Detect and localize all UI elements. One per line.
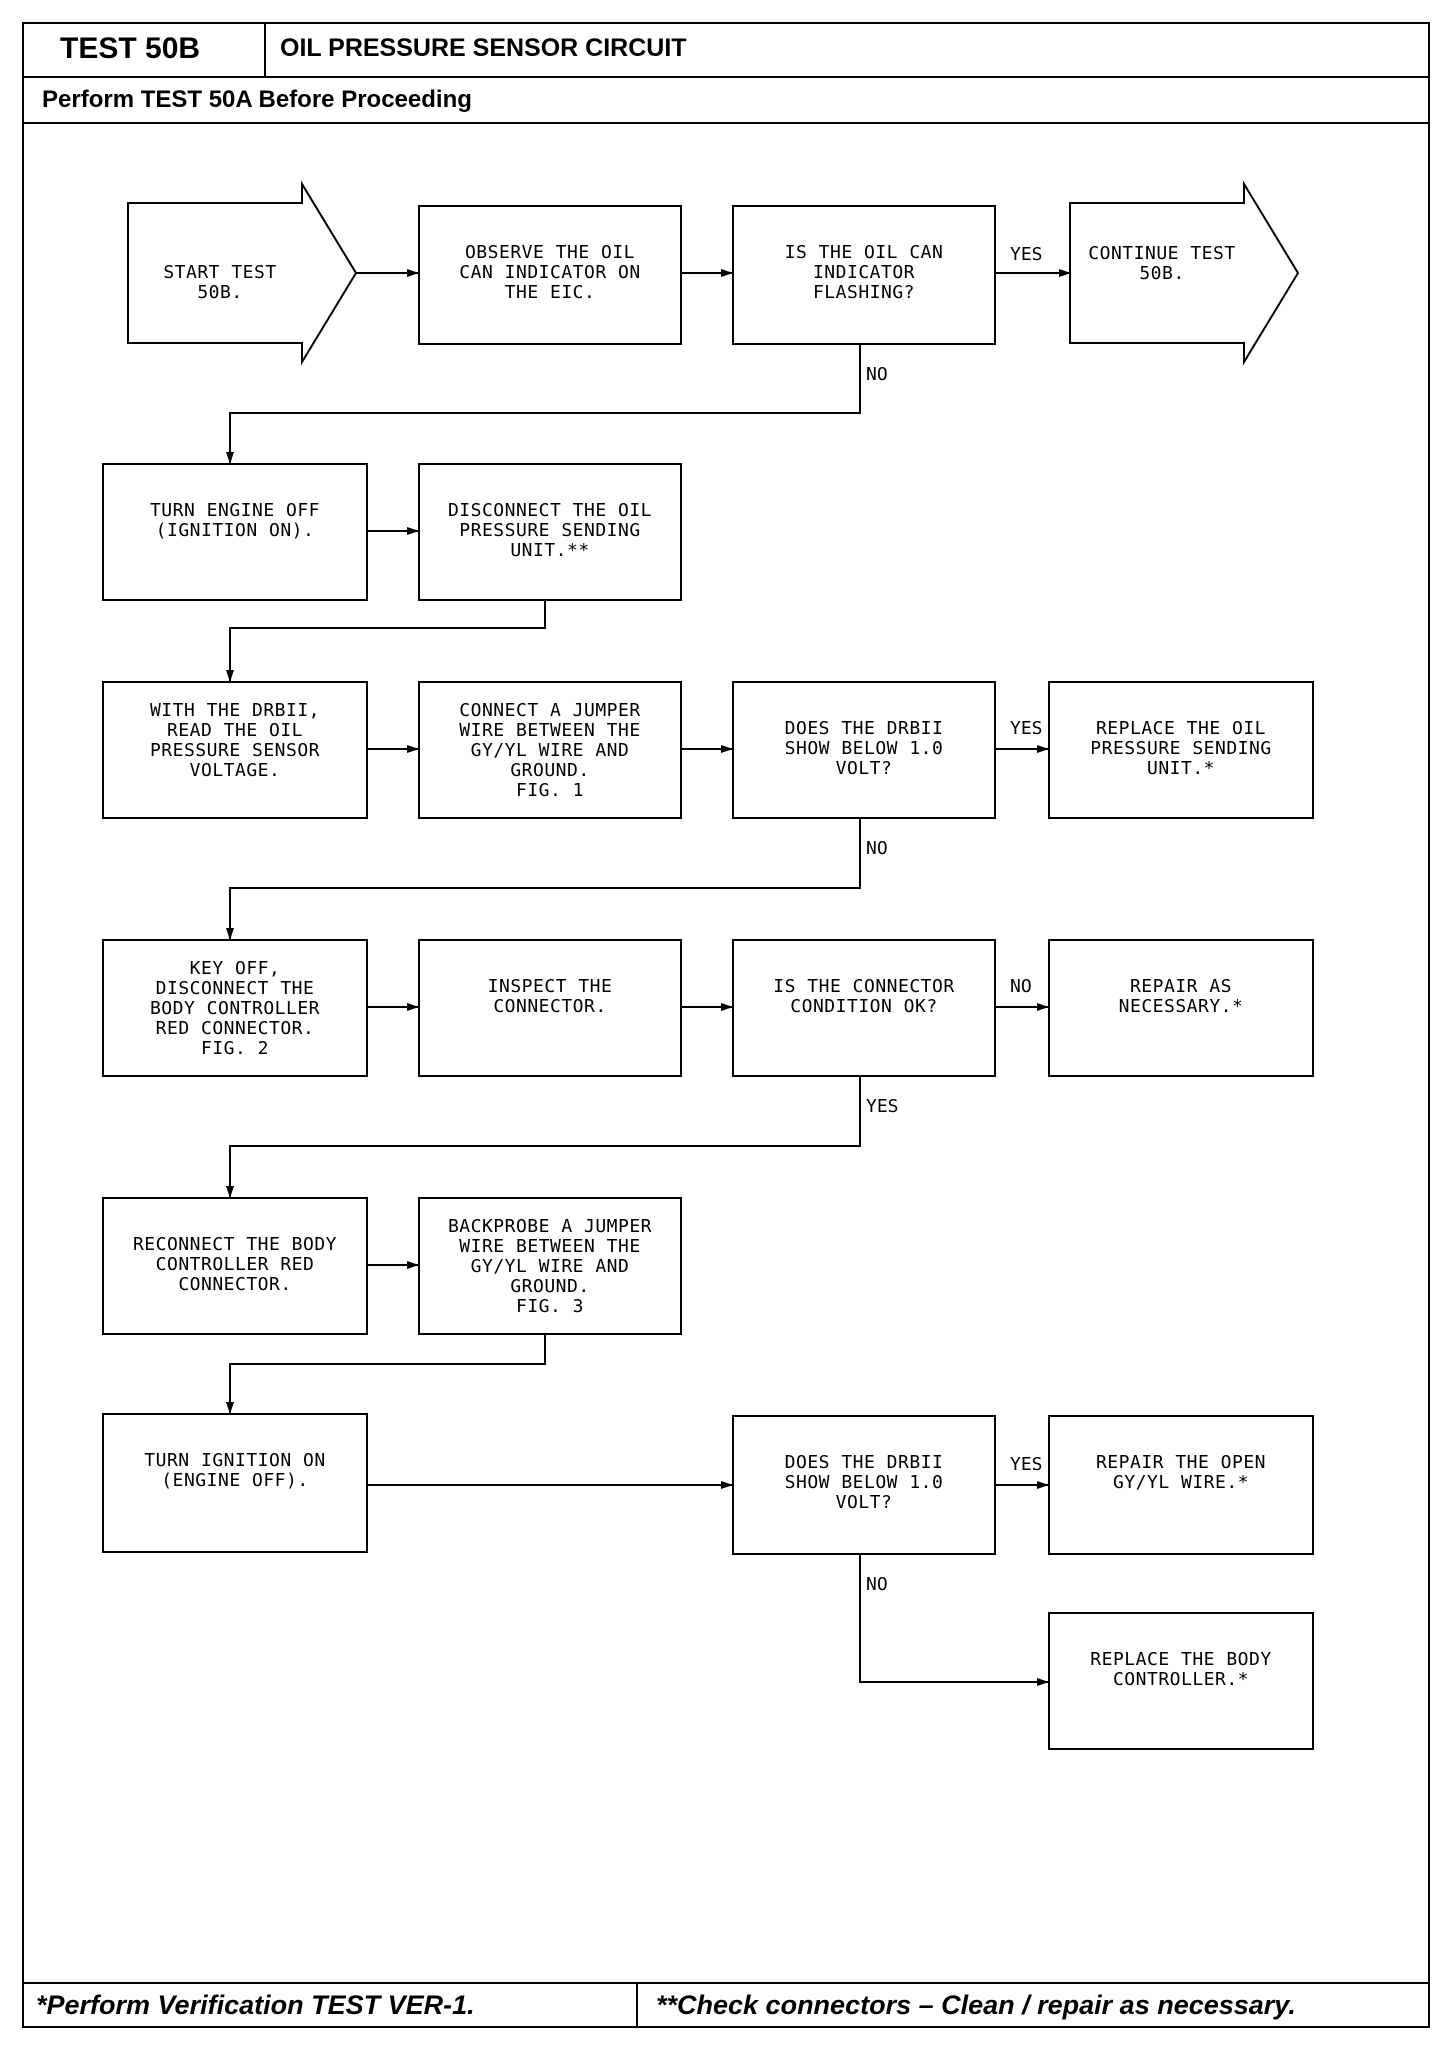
- continue-test-node: CONTINUE TEST 50B.: [1088, 243, 1236, 284]
- observe-indicator-box: OBSERVE THE OIL CAN INDICATOR ON THE EIC…: [418, 205, 682, 345]
- test-id: TEST 50B: [60, 32, 201, 65]
- key-off-disconnect-box: KEY OFF, DISCONNECT THE BODY CONTROLLER …: [102, 939, 368, 1077]
- start-arrow-shape: [127, 180, 358, 366]
- disconnect-sending-unit-box: DISCONNECT THE OIL PRESSURE SENDING UNIT…: [418, 463, 682, 601]
- no-label: NO: [866, 838, 888, 859]
- backprobe-jumper-box: BACKPROBE A JUMPER WIRE BETWEEN THE GY/Y…: [418, 1197, 682, 1335]
- footer-divider: [636, 1982, 638, 2028]
- turn-ignition-on-box: TURN IGNITION ON (ENGINE OFF).: [102, 1413, 368, 1553]
- voltage-below-decision-2: DOES THE DRBII SHOW BELOW 1.0 VOLT?: [732, 1415, 996, 1555]
- voltage-below-decision-1: DOES THE DRBII SHOW BELOW 1.0 VOLT?: [732, 681, 996, 819]
- replace-body-controller-box: REPLACE THE BODY CONTROLLER.*: [1048, 1612, 1314, 1750]
- footer-row: [22, 1982, 1430, 2028]
- footer-verification-note: *Perform Verification TEST VER-1.: [36, 1990, 475, 2020]
- read-sensor-voltage-box: WITH THE DRBII, READ THE OIL PRESSURE SE…: [102, 681, 368, 819]
- repair-as-necessary-box: REPAIR AS NECESSARY.*: [1048, 939, 1314, 1077]
- continue-arrow-shape: [1069, 180, 1300, 366]
- turn-engine-off-box: TURN ENGINE OFF (IGNITION ON).: [102, 463, 368, 601]
- no-label: NO: [866, 364, 888, 385]
- subtitle-row: [22, 76, 1430, 124]
- no-label: NO: [1010, 976, 1032, 997]
- connector-ok-decision: IS THE CONNECTOR CONDITION OK?: [732, 939, 996, 1077]
- start-test-node: START TEST 50B.: [163, 262, 277, 303]
- inspect-connector-box: INSPECT THE CONNECTOR.: [418, 939, 682, 1077]
- no-label: NO: [866, 1574, 888, 1595]
- page-subtitle: Perform TEST 50A Before Proceeding: [42, 86, 472, 113]
- footer-connector-note: **Check connectors – Clean / repair as n…: [656, 1990, 1296, 2020]
- yes-label: YES: [866, 1096, 899, 1117]
- reconnect-controller-box: RECONNECT THE BODY CONTROLLER RED CONNEC…: [102, 1197, 368, 1335]
- yes-label: YES: [1010, 244, 1043, 265]
- indicator-flashing-decision: IS THE OIL CAN INDICATOR FLASHING?: [732, 205, 996, 345]
- page-title: OIL PRESSURE SENSOR CIRCUIT: [280, 34, 687, 62]
- replace-sending-unit-box: REPLACE THE OIL PRESSURE SENDING UNIT.*: [1048, 681, 1314, 819]
- connect-jumper-box: CONNECT A JUMPER WIRE BETWEEN THE GY/YL …: [418, 681, 682, 819]
- repair-open-wire-box: REPAIR THE OPEN GY/YL WIRE.*: [1048, 1415, 1314, 1555]
- yes-label: YES: [1010, 718, 1043, 739]
- yes-label: YES: [1010, 1454, 1043, 1475]
